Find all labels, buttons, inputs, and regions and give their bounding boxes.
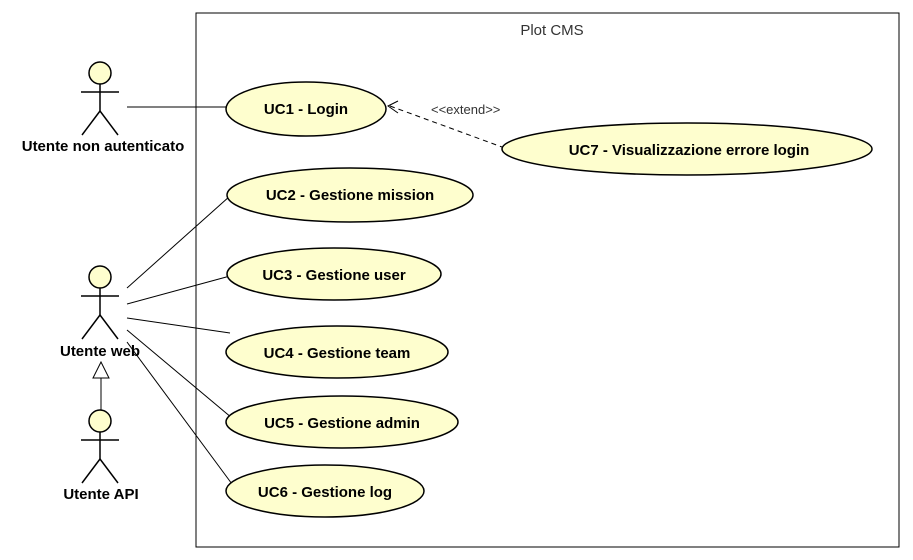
assoc-web-uc5 bbox=[126, 329, 233, 419]
actor-unauth[interactable]: Utente non autenticato bbox=[22, 61, 185, 155]
use-case-uc4-label: UC4 - Gestione team bbox=[264, 345, 411, 362]
actor-api-stick-figure-icon bbox=[81, 409, 119, 484]
use-case-uc3-label: UC3 - Gestione user bbox=[262, 267, 406, 284]
use-case-uc1-label: UC1 - Login bbox=[264, 101, 348, 118]
assoc-web-uc2 bbox=[126, 195, 231, 289]
extend-line bbox=[389, 105, 503, 148]
use-case-uc5[interactable]: UC5 - Gestione admin bbox=[225, 395, 459, 449]
actor-web[interactable]: Utente web bbox=[60, 265, 140, 360]
use-case-uc2-label: UC2 - Gestione mission bbox=[266, 187, 434, 204]
use-case-uc5-label: UC5 - Gestione admin bbox=[264, 415, 420, 432]
generalization-arrowhead bbox=[92, 360, 110, 379]
use-case-uc7[interactable]: UC7 - Visualizzazione errore login bbox=[501, 122, 873, 176]
actor-web-stick-figure-icon bbox=[81, 265, 119, 340]
use-case-uc6-label: UC6 - Gestione log bbox=[258, 484, 392, 501]
system-title: Plot CMS bbox=[520, 22, 583, 39]
actor-unauth-label: Utente non autenticato bbox=[22, 138, 185, 155]
assoc-web-uc3 bbox=[126, 275, 231, 305]
assoc-web-uc4 bbox=[126, 317, 231, 334]
use-case-uc1[interactable]: UC1 - Login bbox=[225, 81, 387, 137]
use-case-uc2[interactable]: UC2 - Gestione mission bbox=[226, 167, 474, 223]
extend-arrowhead bbox=[387, 100, 399, 114]
extend-label: <<extend>> bbox=[431, 102, 500, 117]
use-case-uc4[interactable]: UC4 - Gestione team bbox=[225, 325, 449, 379]
actor-unauth-stick-figure-icon bbox=[81, 61, 119, 136]
actor-api-label: Utente API bbox=[63, 486, 138, 503]
use-case-uc6[interactable]: UC6 - Gestione log bbox=[225, 464, 425, 518]
assoc-web-uc6 bbox=[126, 341, 233, 485]
use-case-uc7-label: UC7 - Visualizzazione errore login bbox=[569, 142, 810, 159]
use-case-uc3[interactable]: UC3 - Gestione user bbox=[226, 247, 442, 301]
actor-api[interactable]: Utente API bbox=[63, 409, 139, 503]
actor-web-label: Utente web bbox=[60, 343, 140, 360]
